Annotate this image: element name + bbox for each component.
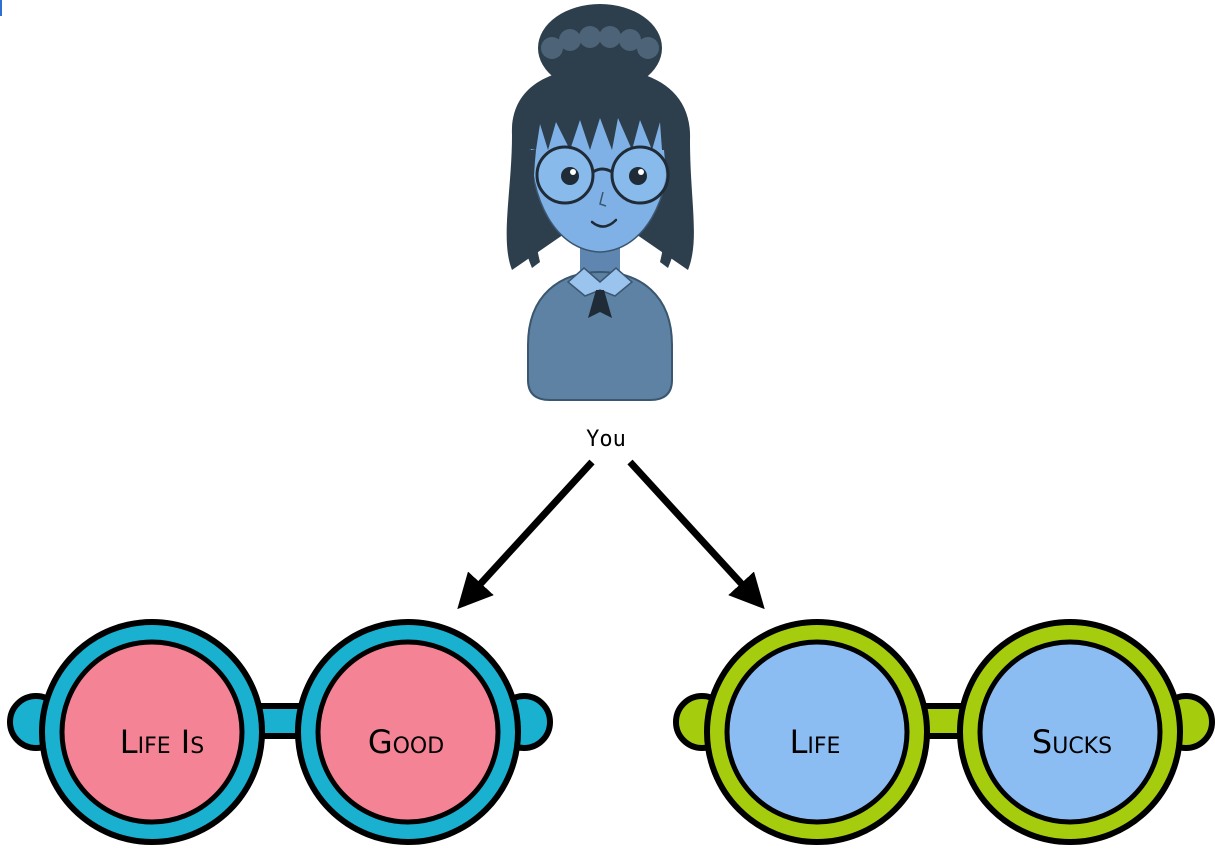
- hair-side-right: [660, 150, 682, 268]
- mouth: [590, 218, 618, 228]
- glasses-negative: Life Sucks: [673, 619, 1215, 845]
- collar: [566, 267, 634, 297]
- hair-side-left: [518, 150, 540, 268]
- eye-left: [561, 167, 579, 185]
- lens-right: [315, 639, 501, 825]
- hair-bun: [538, 4, 662, 92]
- lens-left-text: Life Is: [120, 723, 204, 761]
- corner-mark: [0, 0, 2, 16]
- shirt: [527, 270, 673, 401]
- eye-right: [629, 167, 647, 185]
- arrow-right: [627, 459, 765, 610]
- lens-right-text: Sucks: [1032, 723, 1112, 761]
- hair-bangs: [525, 84, 675, 150]
- lens-left: [59, 639, 245, 825]
- lens-right-text: Good: [368, 723, 444, 761]
- arrow-left: [457, 459, 595, 610]
- lens-left: [724, 639, 910, 825]
- lens-left-text: Life: [790, 723, 841, 761]
- person-avatar: [506, 4, 694, 401]
- glasses-positive: Life Is Good: [7, 619, 553, 845]
- nose: [599, 191, 607, 207]
- lens-right: [977, 639, 1163, 825]
- ribbon: [588, 290, 612, 318]
- person-label: You: [586, 427, 626, 452]
